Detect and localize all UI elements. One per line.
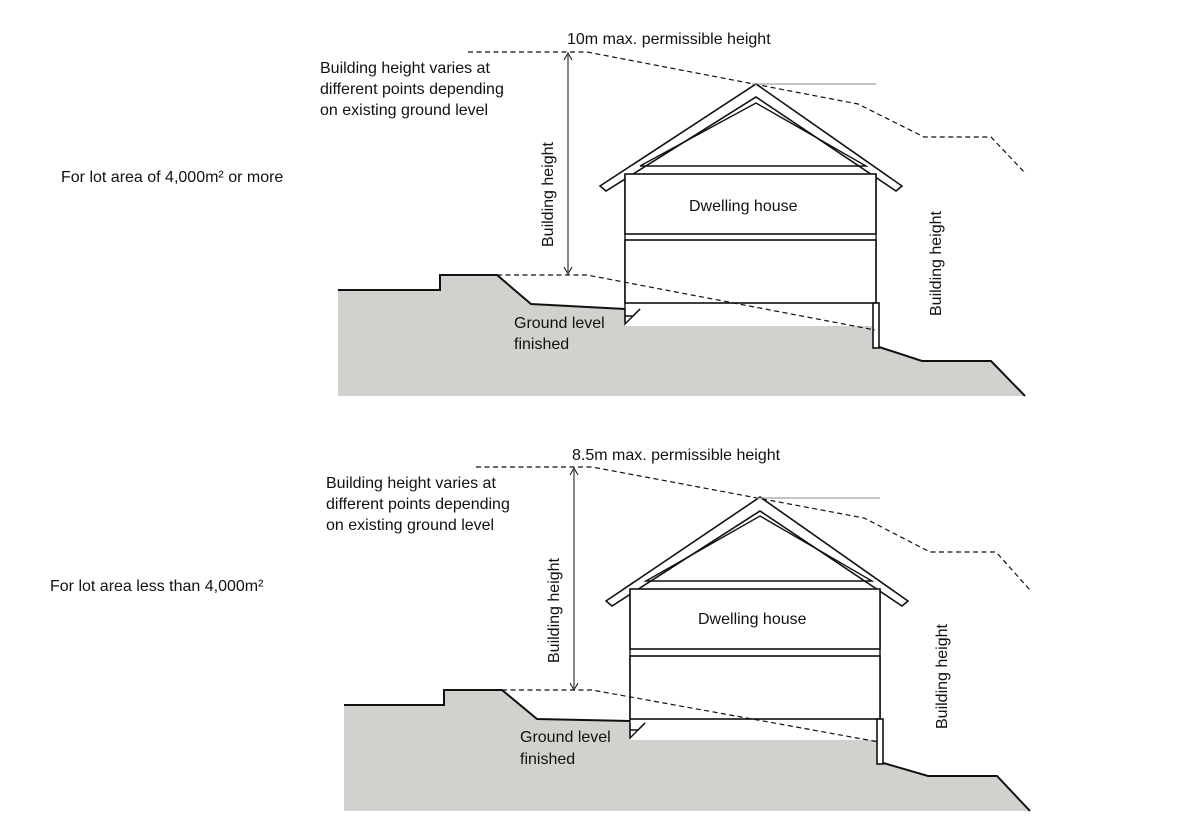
varies-note-line-3: on existing ground level [320, 102, 488, 119]
upper-floor [624, 173, 877, 235]
ground-profile [338, 274, 626, 310]
varies-note-line-1: Building height varies at [326, 475, 496, 492]
ground-label-line-1: Ground level [514, 315, 605, 332]
height-dimension [569, 466, 579, 692]
existing-ground-line [497, 274, 876, 331]
building-height-right-label: Building height [928, 210, 945, 316]
ground-label-line-1: Ground level [520, 729, 611, 746]
roof-void [639, 102, 869, 167]
varies-note-line-2: different points depending [326, 496, 510, 513]
lower-floor [624, 239, 877, 304]
max-height-label: 10m max. permissible height [567, 31, 771, 48]
building-height-left-label: Building height [540, 141, 557, 247]
varies-note-line-2: different points depending [320, 81, 504, 98]
ground-mass [338, 275, 1025, 396]
upper-floor [629, 588, 881, 650]
house-label: Dwelling house [698, 611, 807, 628]
ground-profile-right [879, 761, 1031, 812]
ground-mass [344, 690, 1030, 811]
panel-small-lot: 8.5m max. permissible height Building he… [50, 447, 1031, 812]
footing-left-edge [625, 308, 641, 317]
ground-profile [344, 689, 631, 722]
roof-void [643, 515, 875, 582]
max-height-line [476, 466, 1031, 591]
building-height-right-label: Building height [934, 623, 951, 729]
height-dimension [563, 51, 573, 276]
max-height-line [468, 51, 1027, 175]
ground-label-line-2: finished [520, 751, 575, 768]
ground-profile-right [875, 345, 1026, 397]
existing-ground-line [502, 689, 880, 743]
max-height-label: 8.5m max. permissible height [572, 447, 781, 464]
varies-note-line-3: on existing ground level [326, 517, 494, 534]
footing-left-edge [630, 722, 646, 731]
dwelling-house [598, 83, 904, 349]
lower-floor [629, 655, 881, 720]
roof [604, 496, 910, 607]
footing-right [872, 302, 880, 349]
house-label: Dwelling house [689, 198, 798, 215]
lot-label: For lot area less than 4,000m² [50, 578, 264, 595]
building-height-left-label: Building height [546, 557, 563, 663]
lot-label: For lot area of 4,000m² or more [61, 169, 283, 186]
ground-label-line-2: finished [514, 336, 569, 353]
varies-note-line-1: Building height varies at [320, 60, 490, 77]
footing-right [876, 718, 884, 765]
panel-large-lot: 10m max. permissible height Building hei… [61, 31, 1027, 397]
dwelling-house [604, 496, 910, 765]
